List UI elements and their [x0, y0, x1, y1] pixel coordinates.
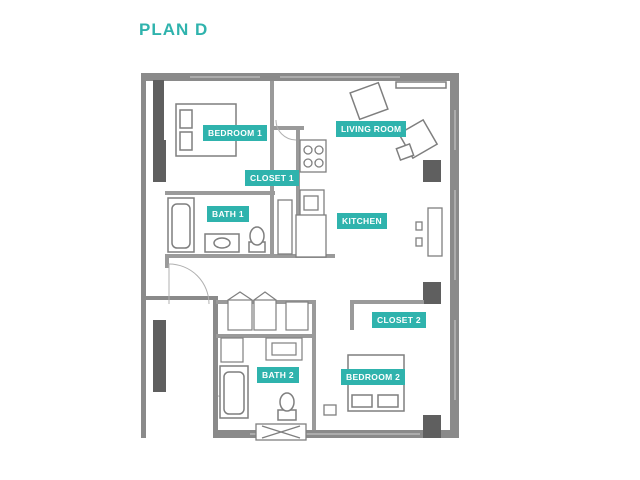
bathtub-1	[167, 197, 195, 253]
room-label-living-room: LIVING ROOM	[336, 121, 407, 137]
room-label-closet-1: CLOSET 1	[245, 170, 299, 186]
bathtub-2	[219, 365, 249, 419]
kitchen-range	[299, 139, 327, 173]
kitchen-counter	[277, 199, 327, 258]
kitchen-sink	[299, 189, 325, 217]
room-label-closet-2: CLOSET 2	[372, 312, 426, 328]
laundry-washer	[220, 337, 303, 363]
entry-mat	[255, 423, 307, 441]
dining-table	[415, 207, 443, 257]
structural-columns	[153, 80, 441, 438]
closet-shelving	[227, 291, 309, 331]
living-room-chairs	[349, 81, 447, 161]
room-label-bath-1: BATH 1	[207, 206, 249, 222]
bath-1-vanity-toilet	[204, 226, 266, 253]
room-label-bedroom-1: BEDROOM 1	[203, 125, 268, 141]
room-label-bedroom-2: BEDROOM 2	[341, 369, 406, 385]
bath-2-toilet	[277, 392, 297, 421]
nightstand	[323, 404, 337, 416]
plan-title: PLAN D	[139, 20, 209, 39]
room-label-kitchen: KITCHEN	[337, 213, 387, 229]
room-label-bath-2: BATH 2	[257, 367, 299, 383]
